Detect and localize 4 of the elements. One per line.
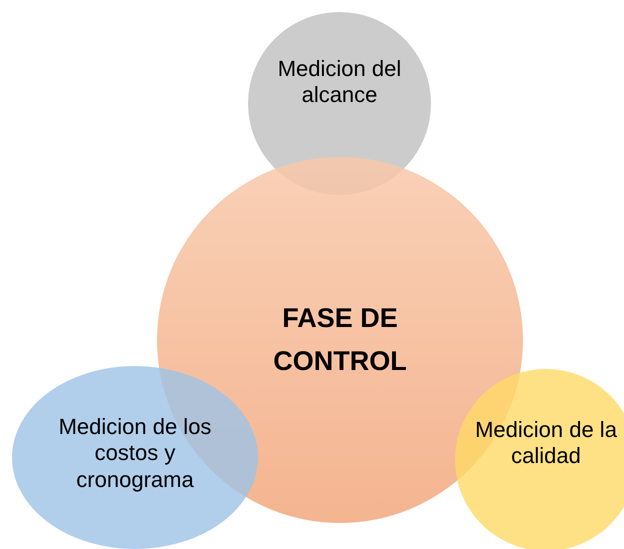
node-label: Medicion de la calidad [475, 417, 617, 470]
node-label: Medicion del alcance [276, 56, 402, 109]
center-title: FASE DE CONTROL [272, 302, 408, 378]
node-label: Medicion de los costos y cronograma [58, 414, 212, 494]
